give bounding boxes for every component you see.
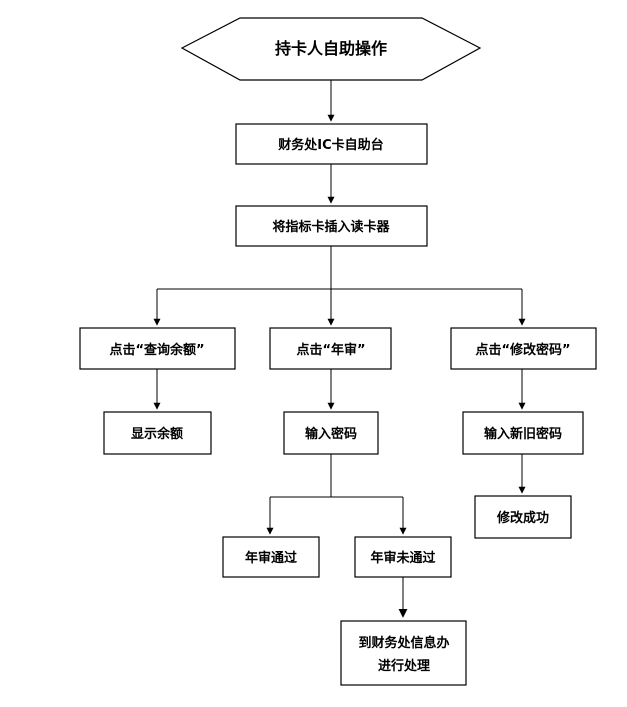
enter-new-old-pwd-box (462, 411, 584, 455)
enter-new-old-pwd-label: 输入新旧密码 (484, 426, 562, 442)
show-balance-label: 显示余额 (131, 426, 183, 442)
show-balance-box (103, 411, 212, 455)
go-office-label-line1: 到财务处信息办 (358, 635, 449, 651)
start-node: 持卡人自助操作 (180, 17, 482, 81)
annual-pass-label: 年审通过 (245, 550, 297, 566)
click-annual-box (269, 327, 392, 370)
kiosk-box (235, 123, 428, 165)
click-change-pwd-node: 点击“修改密码” (450, 327, 597, 370)
click-balance-node: 点击“查询余额” (79, 327, 236, 370)
go-office-node: 到财务处信息办 进行处理 (340, 620, 467, 686)
insert-card-label: 将指标卡插入读卡器 (272, 219, 390, 235)
annual-pass-node: 年审通过 (222, 536, 320, 578)
enter-pwd-node: 输入密码 (283, 411, 379, 455)
start-label: 持卡人自助操作 (275, 39, 387, 58)
go-office-label-line2: 进行处理 (378, 658, 430, 674)
annual-fail-node: 年审未通过 (354, 536, 452, 578)
kiosk-node: 财务处IC卡自助台 (235, 123, 428, 165)
insert-card-box (235, 205, 428, 247)
go-office-box (340, 620, 467, 686)
enter-pwd-box (283, 411, 379, 455)
click-annual-label: 点击“年审” (296, 342, 365, 358)
click-change-pwd-label: 点击“修改密码” (475, 342, 570, 358)
click-balance-box (79, 327, 236, 370)
start-hexagon-shape (180, 17, 482, 81)
change-success-node: 修改成功 (474, 495, 572, 539)
change-success-label: 修改成功 (496, 510, 549, 526)
enter-new-old-pwd-node: 输入新旧密码 (462, 411, 584, 455)
annual-pass-box (222, 536, 320, 578)
annual-fail-label: 年审未通过 (370, 550, 435, 566)
click-annual-node: 点击“年审” (269, 327, 392, 370)
enter-pwd-label: 输入密码 (305, 426, 357, 442)
click-balance-label: 点击“查询余额” (109, 342, 204, 358)
show-balance-node: 显示余额 (103, 411, 212, 455)
insert-card-node: 将指标卡插入读卡器 (235, 205, 428, 247)
kiosk-label: 财务处IC卡自助台 (278, 137, 383, 153)
click-change-pwd-box (450, 327, 597, 370)
change-success-box (474, 495, 572, 539)
annual-fail-box (354, 536, 452, 578)
